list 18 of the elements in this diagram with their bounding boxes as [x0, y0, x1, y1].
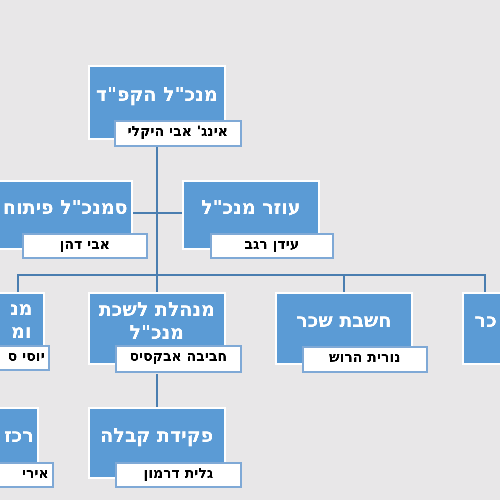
- org-chart-box: [0, 292, 51, 372]
- person-name: נורית הרוש: [302, 346, 428, 373]
- connector-line: [156, 374, 158, 407]
- org-chart-box: [0, 407, 54, 488]
- person-name: עידן רגב: [210, 233, 334, 259]
- org-chart-box: [88, 407, 242, 488]
- org-chart-box: [275, 292, 428, 374]
- role-title: כר: [462, 292, 500, 365]
- org-chart-box: [0, 180, 148, 259]
- person-name: חביבה אבקסיס: [115, 345, 242, 373]
- person-name: אבי דהן: [22, 233, 148, 259]
- org-chart-box: [182, 180, 334, 259]
- org-chart-box: [88, 292, 242, 374]
- org-chart-box: [88, 65, 242, 147]
- person-name: אינג' אבי היקלי: [114, 120, 242, 147]
- person-name: אירי: [0, 462, 54, 488]
- person-name: גלית דרמון: [115, 462, 242, 488]
- person-name: יוסי ס: [0, 345, 50, 371]
